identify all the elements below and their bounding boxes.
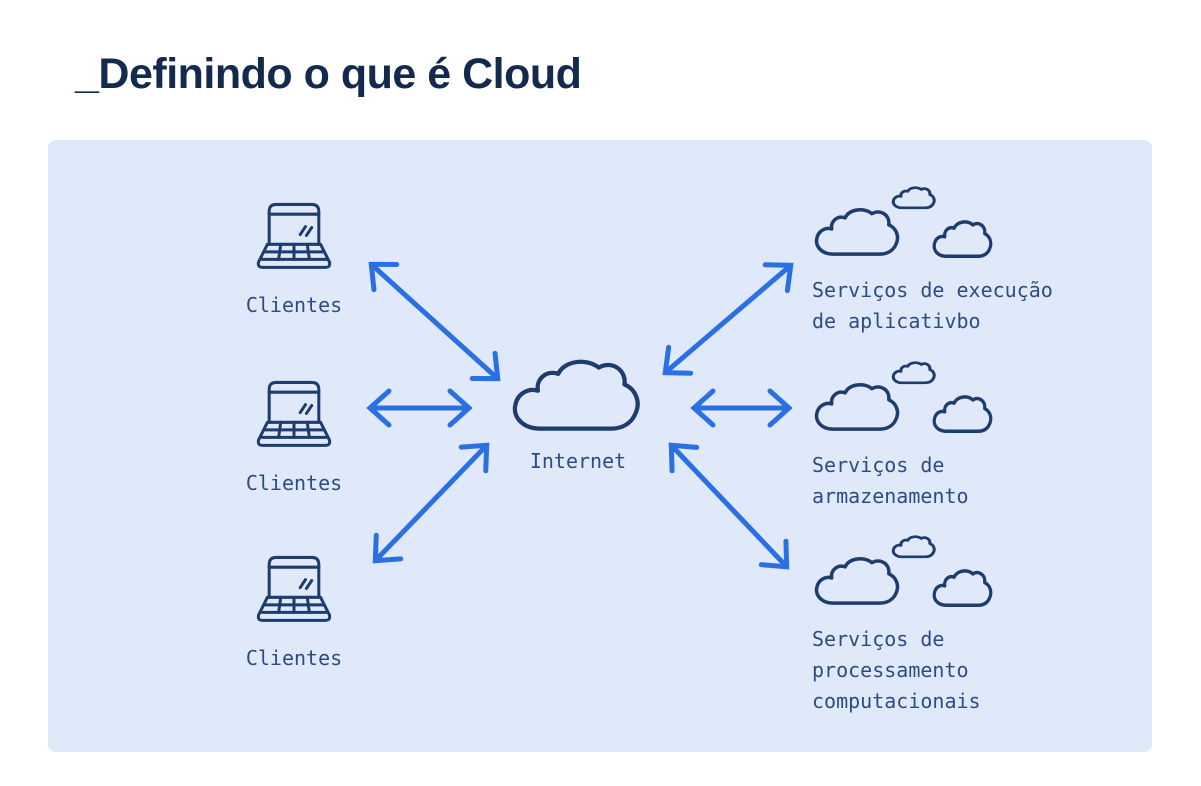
cloud-icon [931, 568, 996, 609]
service-label-line: processamento [812, 658, 969, 682]
client-label: Clientes [245, 471, 343, 495]
service-node-2: Serviços de armazenamento [812, 361, 1062, 512]
arrow-client3-internet [372, 442, 490, 564]
client-node-2: Clientes [239, 378, 349, 495]
cloud-icon [931, 219, 996, 260]
laptop-icon [254, 200, 334, 278]
internet-node: Internet [503, 356, 653, 473]
service-label-line: Serviços de [812, 627, 945, 651]
cloud-icon [812, 381, 905, 434]
client-label: Clientes [245, 646, 343, 670]
client-label: Clientes [245, 293, 343, 317]
service-label-line: computacionais [812, 689, 981, 713]
laptop-icon [254, 378, 334, 456]
service-label-line: Serviços de execução [812, 278, 1053, 302]
arrow-client1-internet [368, 261, 501, 382]
diagram-panel: Clientes Clientes Clientes Internet Serv… [48, 140, 1152, 752]
service-label: Serviços de processamento computacionais [812, 624, 981, 717]
cloud-icon [931, 394, 996, 435]
cloud-icon [812, 555, 905, 608]
client-node-1: Clientes [239, 200, 349, 317]
page-title: _Definindo o que é Cloud [75, 50, 582, 98]
client-node-3: Clientes [239, 553, 349, 670]
service-label-line: de aplicativbo [812, 309, 981, 333]
service-label: Serviços de execução de aplicativbo [812, 275, 1053, 337]
cloud-icon [508, 356, 649, 436]
service-node-1: Serviços de execução de aplicativbo [812, 186, 1062, 337]
cloud-cluster-icon [812, 535, 996, 609]
cloud-cluster-icon [812, 361, 996, 435]
service-label: Serviços de armazenamento [812, 450, 969, 512]
laptop-icon [254, 553, 334, 631]
internet-label: Internet [529, 449, 627, 473]
service-label-line: armazenamento [812, 484, 969, 508]
service-node-3: Serviços de processamento computacionais [812, 535, 1062, 717]
cloud-icon [891, 361, 938, 385]
cloud-icon [891, 535, 938, 559]
arrow-internet-service1 [662, 262, 794, 376]
arrow-internet-service3 [668, 442, 790, 570]
service-label-line: Serviços de [812, 453, 945, 477]
cloud-icon [891, 186, 938, 210]
cloud-icon [812, 206, 905, 259]
cloud-cluster-icon [812, 186, 996, 260]
